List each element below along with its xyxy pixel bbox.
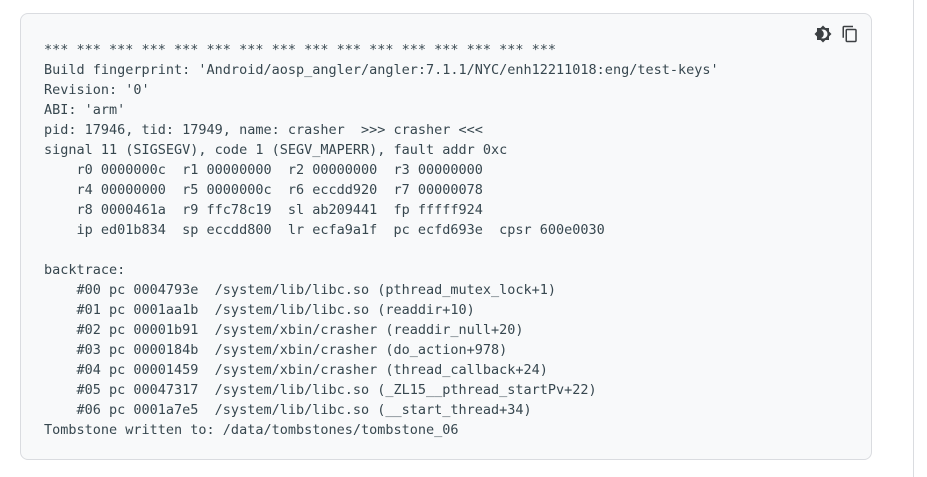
copy-icon	[842, 25, 857, 43]
brightness-toggle-icon	[814, 25, 832, 43]
code-content: *** *** *** *** *** *** *** *** *** *** …	[44, 42, 719, 438]
dark-code-toggle-button[interactable]	[812, 23, 834, 45]
code-block: *** *** *** *** *** *** *** *** *** *** …	[20, 13, 872, 460]
code-actions	[812, 23, 861, 45]
vertical-divider	[913, 0, 914, 477]
copy-code-button[interactable]	[839, 23, 861, 45]
